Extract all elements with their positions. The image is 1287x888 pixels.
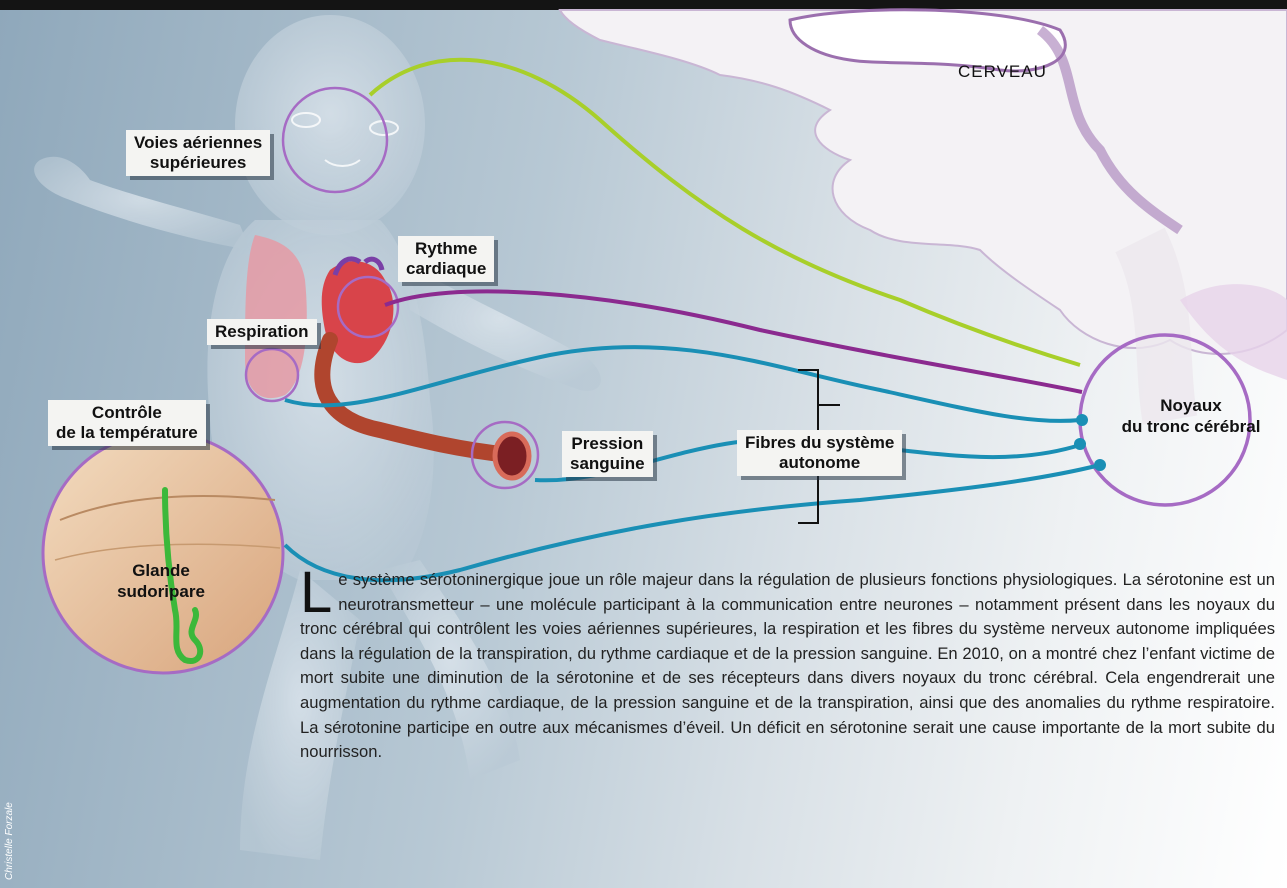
artery-opening [495,434,529,478]
autonomic-fibers-label: Fibres du système autonome [737,430,902,476]
respiration-label: Respiration [207,319,317,345]
photo-credit: Christelle Forzale [4,802,15,880]
drop-cap: L [300,570,332,616]
brain-shape [560,10,1287,420]
nerve-ending-3 [1094,459,1106,471]
skin-inset [43,433,283,673]
brain-label: CERVEAU [958,62,1047,82]
sweat-gland-label: Glande sudoripare [96,560,226,602]
temperature-label: Contrôle de la température [48,400,206,446]
airways-label: Voies aériennes supérieures [126,130,270,176]
nerve-ending-2 [1074,438,1086,450]
heart-rate-label: Rythme cardiaque [398,236,494,282]
paragraph-text: e système sérotoninergique joue un rôle … [300,570,1275,761]
nerve-ending-1 [1076,414,1088,426]
brainstem-nuclei-label: Noyaux du tronc cérébral [1098,395,1284,437]
blood-pressure-label: Pression sanguine [562,431,653,477]
